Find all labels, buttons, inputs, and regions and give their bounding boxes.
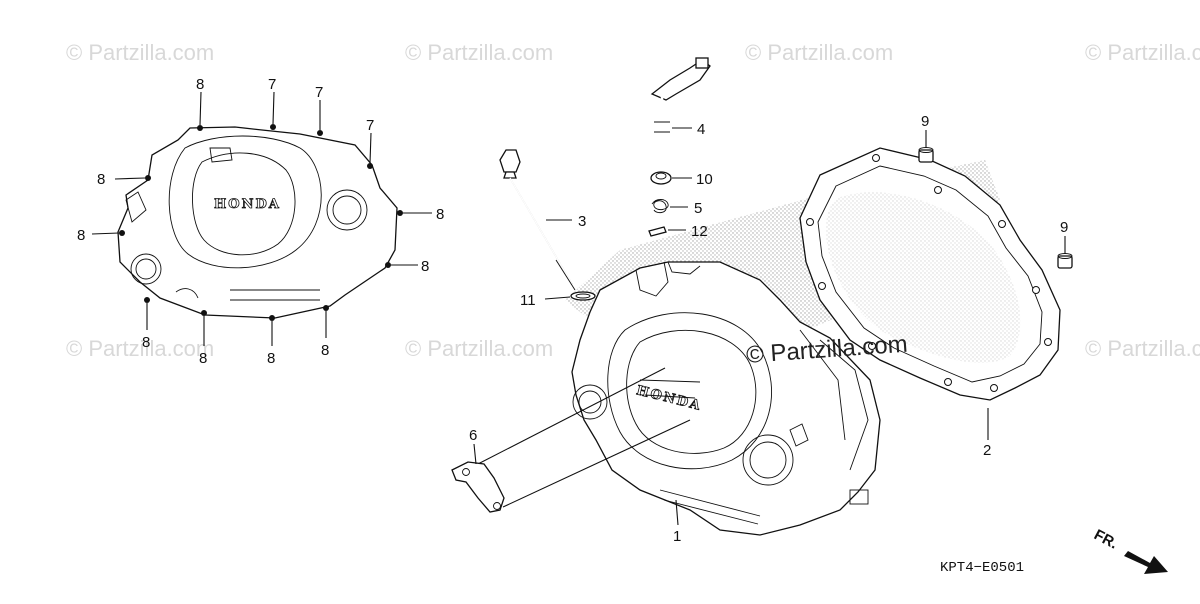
spring-part (651, 199, 669, 214)
callout-label: 10 (696, 171, 713, 188)
callout-label: 9 (1060, 219, 1068, 236)
watermark: © Partzilla.com (66, 40, 214, 65)
callout-labels: 8 7 7 7 8 8 8 8 8 8 8 8 4 10 5 12 3 11 6… (77, 76, 1068, 545)
callout-label: 4 (697, 121, 705, 138)
watermark: © Partzilla.com (405, 40, 553, 65)
alignment-lines (475, 367, 691, 508)
callout-label: 12 (691, 223, 708, 240)
watermark: © Partzilla.com (745, 40, 893, 65)
oil-dipstick-part (499, 149, 576, 291)
callout-label: 5 (694, 200, 702, 217)
callout-label: 1 (673, 528, 681, 545)
direction-indicator: FR. (1091, 526, 1168, 574)
leader-lines-right (473, 127, 1066, 526)
callout-label: 8 (142, 334, 150, 351)
watermark: © Partzilla.com (1085, 336, 1200, 361)
crankcase-cover-part: HONDA (571, 261, 881, 536)
gasket-part (799, 147, 1061, 401)
watermark: © Partzilla.com (405, 336, 553, 361)
diagram-code: KPT4−E0501 (940, 560, 1024, 576)
leader-lines-left (91, 91, 432, 346)
callout-label: 11 (520, 292, 536, 309)
callout-label: 7 (366, 117, 374, 134)
watermark: © Partzilla.com (66, 336, 214, 361)
callout-label: 9 (921, 113, 929, 130)
callout-label: 8 (97, 171, 105, 188)
brand-mark: HONDA (214, 197, 281, 212)
callout-label: 8 (77, 227, 85, 244)
watermark: © Partzilla.com (1085, 40, 1200, 65)
callout-label: 8 (421, 258, 429, 275)
callout-label: 8 (321, 342, 329, 359)
callout-label: 7 (315, 84, 323, 101)
callout-label: 8 (436, 206, 444, 223)
pin-part (648, 226, 667, 237)
callout-label: 7 (268, 76, 276, 93)
sensor-part (650, 57, 711, 148)
callout-label: 8 (267, 350, 275, 367)
watermark-group: © Partzilla.com © Partzilla.com © Partzi… (66, 40, 1200, 361)
o-ring-part (570, 291, 596, 301)
crankcase-cover-reference: HONDA (117, 124, 403, 321)
clamp-part (451, 461, 505, 513)
oil-seal-part (650, 171, 672, 185)
arrow-icon (1124, 551, 1168, 574)
callout-label: 3 (578, 213, 586, 230)
callout-label: 8 (199, 350, 207, 367)
callout-label: 2 (983, 442, 991, 459)
callout-label: 8 (196, 76, 204, 93)
dowel-pin-part (918, 147, 1073, 269)
callout-label: 6 (469, 427, 477, 444)
direction-label: FR. (1091, 526, 1120, 552)
